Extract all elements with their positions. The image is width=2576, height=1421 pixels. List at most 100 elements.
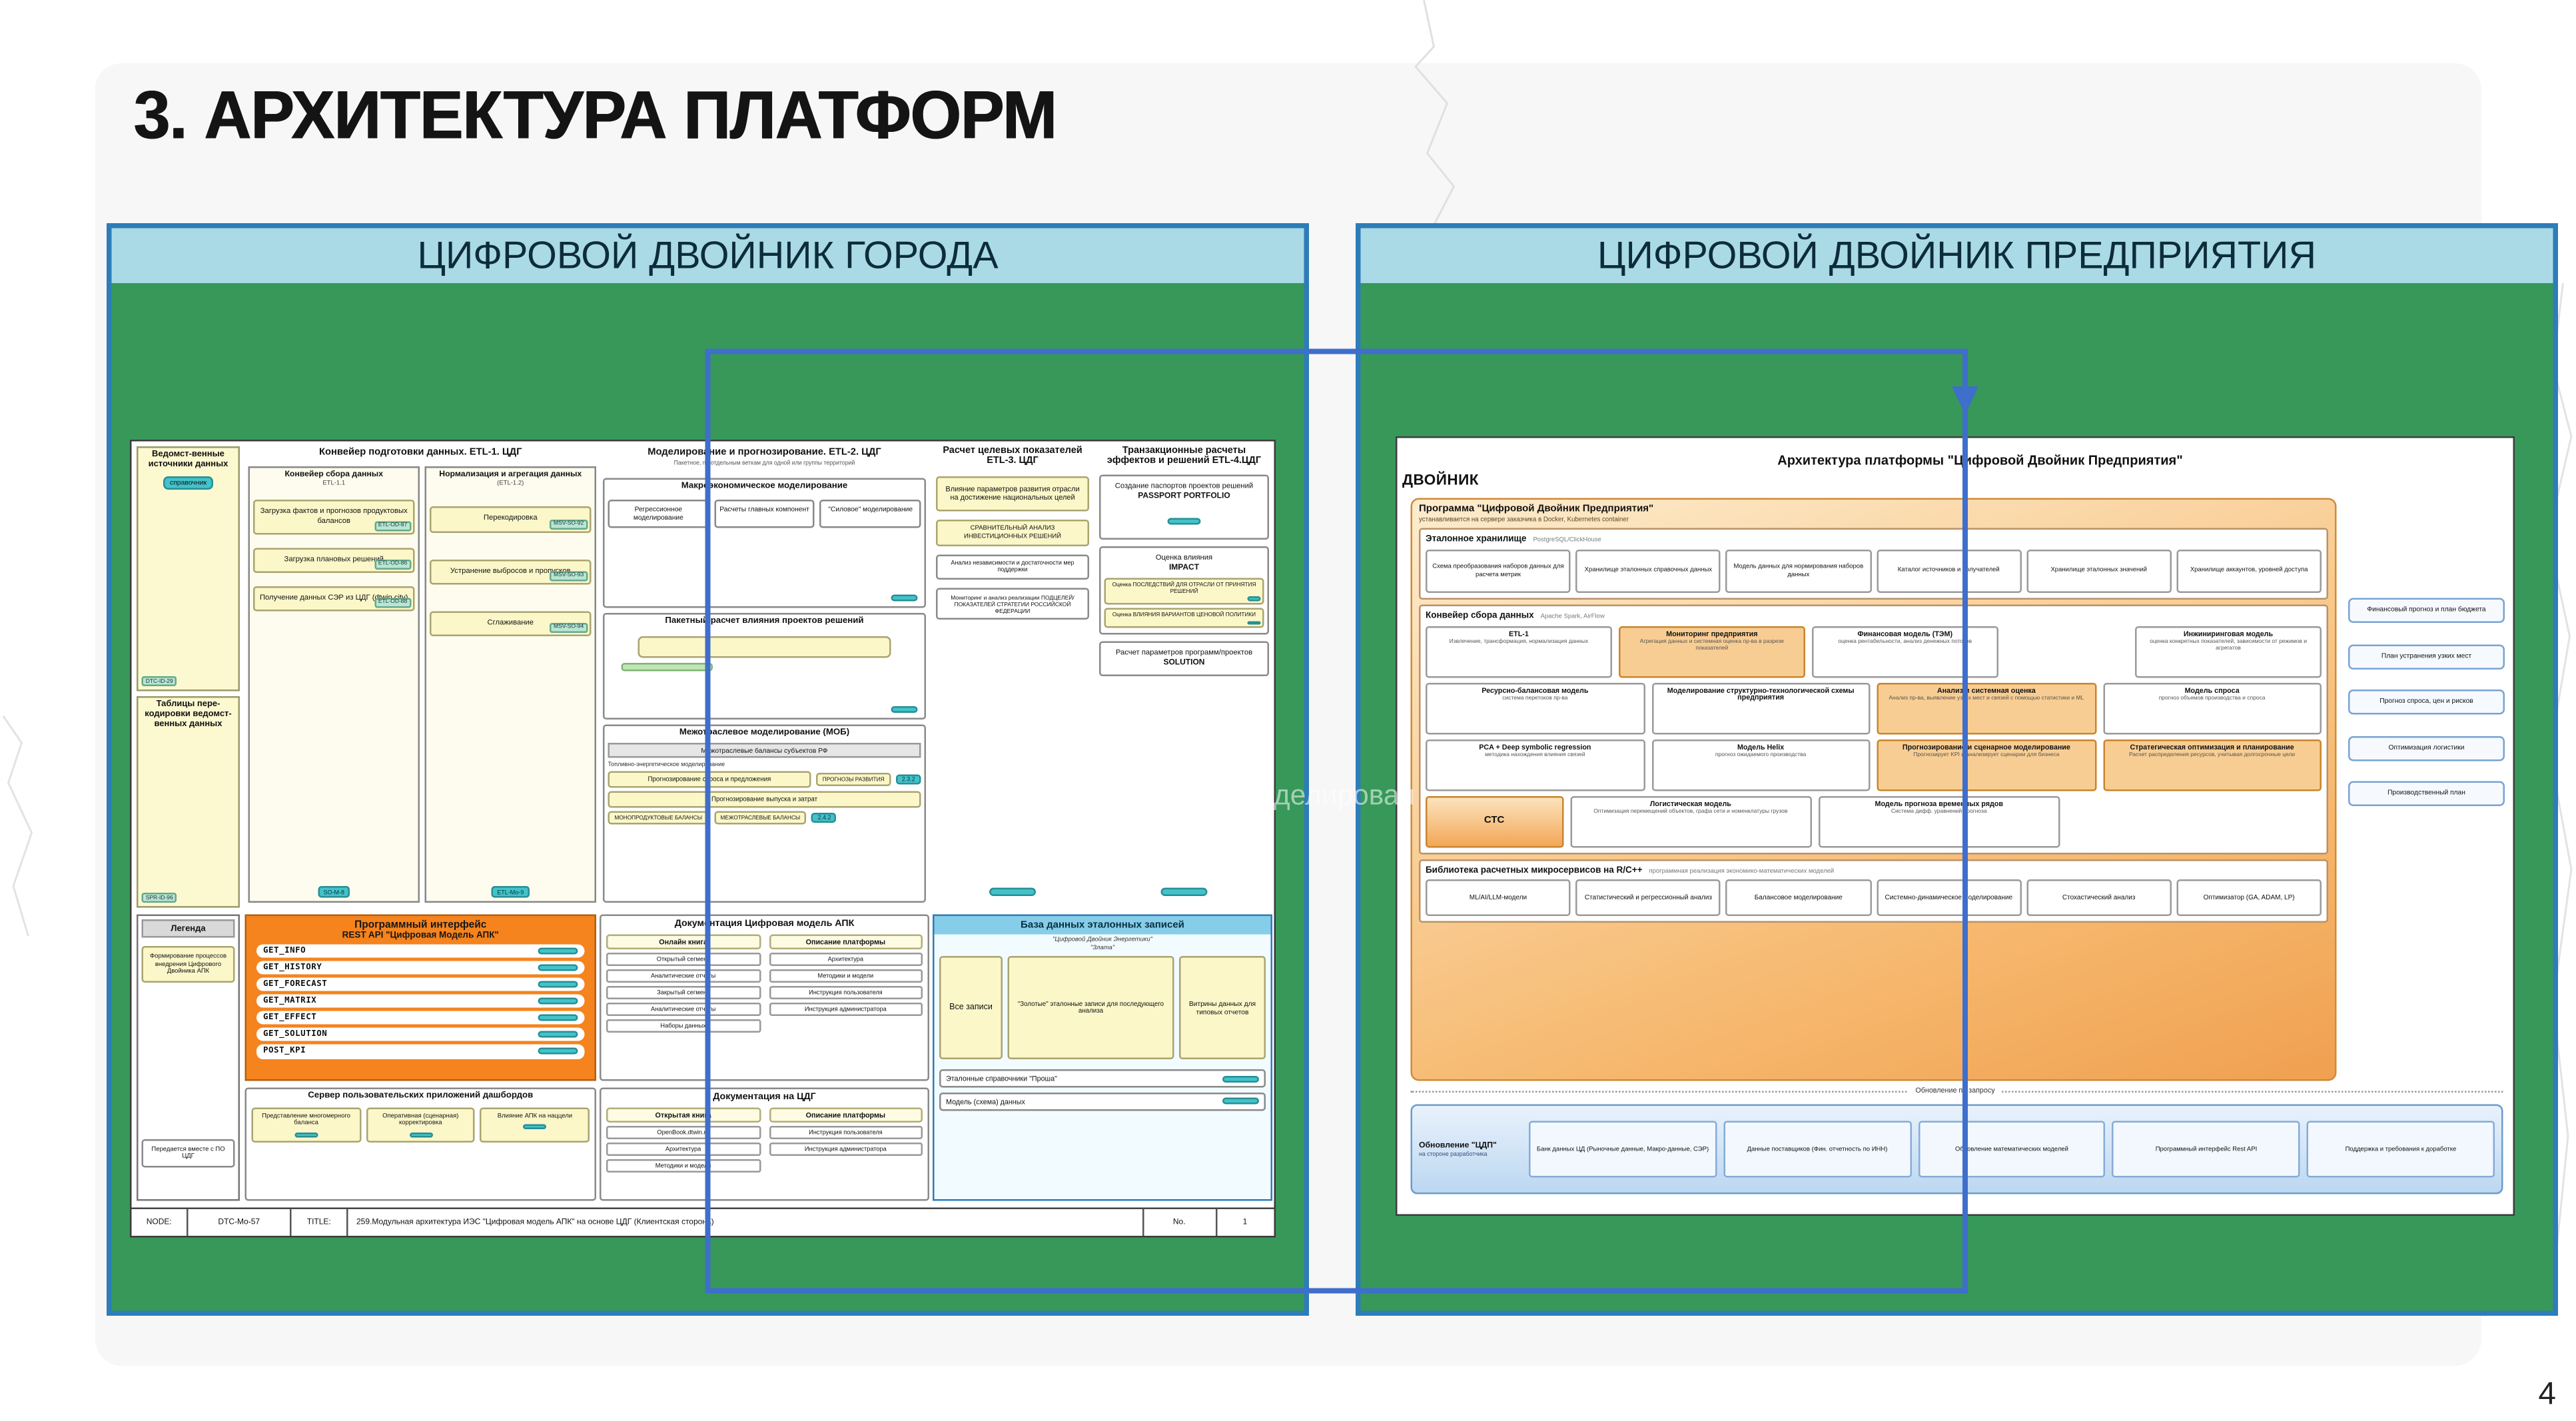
city-diagram: Ведомст-венные источники данных справочн… <box>130 440 1276 1238</box>
update-box: Программный интерфейс Rest API <box>2112 1121 2300 1178</box>
docs-cdg-title: Документация на ЦДГ <box>713 1093 816 1103</box>
program-container: Программа "Цифровой Двойник Предприятия"… <box>1410 498 2337 1081</box>
program-subtitle: устанавливается на сервере заказчика в D… <box>1419 514 1629 524</box>
etl4-column: Транзакционные расчеты эффектов и решени… <box>1096 446 1272 903</box>
docs-column: Открытая книга OpenBook.dtwin.ru Архитек… <box>606 1107 761 1173</box>
update-note-label: Обновление по запросу <box>1909 1085 2002 1094</box>
dashboard-item-label: Влияние АПК на наццели <box>497 1112 573 1119</box>
model-desc: система перетоков пр-ва <box>1502 695 1568 702</box>
reference-db-box: База данных эталонных записей "Цифровой … <box>933 914 1272 1201</box>
model-title: Финансовая модель (ТЭМ) <box>1857 628 1953 638</box>
storage-box: Каталог источников и получателей <box>1876 548 2022 592</box>
macro-modeling-title: Макроэкономическое моделирование <box>681 481 848 492</box>
dashboard-item: Оперативная (сценарная) корректировка <box>366 1107 476 1143</box>
update-section: Обновление "ЦДП" на стороне разработчика… <box>1410 1104 2503 1194</box>
dvoynik-logo: ДВОЙНИК <box>1402 471 1480 488</box>
api-endpoint-row: GET_SOLUTION <box>256 1027 585 1042</box>
collector-box: Конвейер сбора данных ETL-1.1 Загрузка ф… <box>248 466 420 903</box>
collector-item-label: Загрузка плановых решений <box>284 554 384 563</box>
status-pill <box>1222 1075 1259 1083</box>
db-all-records: Все записи <box>939 957 1003 1061</box>
normalization-item-badge: MSV-SO-93 <box>549 571 588 581</box>
doc-item: Инструкция администратора <box>768 1002 923 1017</box>
status-pill <box>538 1031 578 1039</box>
library-row: ML/AI/LLM-модели Статистический и регрес… <box>1426 879 2322 916</box>
update-note: Обновление по запросу <box>1398 1085 2513 1094</box>
library-subtitle: программная реализация экономико-математ… <box>1649 867 1835 874</box>
passport-title: Создание паспортов проектов решений <box>1114 481 1254 490</box>
slide-title: 3. АРХИТЕКТУРА ПЛАТФОРМ <box>133 77 1057 153</box>
passport-box: Создание паспортов проектов решений PASS… <box>1099 474 1269 540</box>
status-pill <box>1160 887 1208 896</box>
diagram-title-bar: NODE: DTC-Mo-57 TITLE: 259.Модульная арх… <box>131 1207 1274 1236</box>
docs-apk-title: Документация Цифровая модель АПК <box>674 919 855 929</box>
update-box: Обновление математических моделей <box>1917 1121 2106 1178</box>
impact-item: Оценка ПОСЛЕДСТВИЙ ДЛЯ ОТРАСЛИ ОТ ПРИНЯТ… <box>1104 578 1264 605</box>
pipeline-head: Конвейер сбора данных Apache Spark, AirF… <box>1426 610 2322 620</box>
doc-item: Закрытый сегмент <box>606 985 761 1000</box>
passport-tag: PASSPORT PORTFOLIO <box>1138 493 1230 502</box>
status-pill <box>1167 518 1201 525</box>
number-label: No. <box>1143 1209 1217 1236</box>
recode-tables-box: Таблицы пере-кодировки ведомст-венных да… <box>137 696 240 908</box>
docs-column-title: Описание платформы <box>768 1107 923 1123</box>
mob-chip: МОНОПРОДУКТОВЫЕ БАЛАНСЫ <box>608 811 709 825</box>
enterprise-diagram-title: Архитектура платформы "Цифровой Двойник … <box>1777 453 2183 468</box>
impact-item: Оценка ВЛИЯНИЯ ВАРИАНТОВ ЦЕНОВОЙ ПОЛИТИК… <box>1104 608 1264 628</box>
etl2-header: Моделирование и прогнозирование. ETL-2. … <box>647 448 881 458</box>
db-golden-records: "Золотые" эталонные записи для последующ… <box>1007 957 1174 1061</box>
status-pill <box>538 1014 578 1021</box>
status-pill <box>538 981 578 988</box>
mob-chip: Прогнозирование выпуска и затрат <box>608 791 921 808</box>
doc-item: Аналитические отчеты <box>606 1002 761 1017</box>
library-box: Балансовое моделирование <box>1725 879 1871 916</box>
update-title: Обновление "ЦДП" <box>1419 1141 1497 1151</box>
legend-box: Легенда Формирование процессов внедрения… <box>137 914 240 1201</box>
rest-api-box: Программный интерфейс REST API "Цифровая… <box>244 914 596 1081</box>
update-box: Поддержка и требования к доработке <box>2306 1121 2495 1178</box>
api-endpoint-row: GET_FORECAST <box>256 977 585 992</box>
doc-item: Архитектура <box>606 1142 761 1156</box>
recode-tables-title: Таблицы пере-кодировки ведомст-венных да… <box>145 700 232 729</box>
model-desc: методика нахождения влияния связей <box>1485 751 1585 759</box>
model-desc: Система дифф. уравнений прогноза <box>1891 808 1987 815</box>
doc-item: Инструкция пользователя <box>768 985 923 1000</box>
output-box: Оптимизация логистики <box>2348 735 2505 761</box>
update-box: Данные поставщиков (Фин. отчетность по И… <box>1723 1121 1911 1178</box>
db-vitrines: Витрины данных для типовых отчетов <box>1179 957 1266 1061</box>
reference-db-title: База данных эталонных записей <box>934 916 1271 935</box>
collector-item-badge: ETL-OD-86 <box>374 560 412 570</box>
api-endpoint-row: GET_INFO <box>256 943 585 958</box>
docs-columns: Онлайн книга Открытый сегмент Аналитичес… <box>606 934 923 1033</box>
dashboard-item-label: Представление многомерного баланса <box>262 1112 350 1127</box>
doc-item: Инструкция пользователя <box>768 1125 923 1139</box>
collector-item: Загрузка плановых решений ETL-OD-86 <box>253 547 415 573</box>
collector-item-label: Получение данных СЭР из ЦДГ (dtwin.city) <box>259 592 408 602</box>
sources-title: Ведомст-венные источники данных <box>148 450 228 470</box>
normalization-item: Сглаживание MSV-SO-94 <box>430 610 592 636</box>
normalization-item-badge: MSV-SO-94 <box>549 623 588 633</box>
batch-green-bar <box>621 662 713 672</box>
macro-chip: Регрессионное моделирование <box>608 499 709 529</box>
update-head: Обновление "ЦДП" на стороне разработчика <box>1419 1142 1522 1157</box>
model-cell: Финансовая модель (ТЭМ)оценка рентабельн… <box>1811 625 1998 678</box>
pipeline-title: Конвейер сбора данных <box>1426 610 1534 621</box>
node-value: DTC-Mo-57 <box>189 1209 292 1236</box>
mob-badge: 2.4.2 <box>811 812 837 823</box>
db-reference-bar: Эталонные справочники "Проша" <box>939 1070 1266 1088</box>
status-pill <box>523 1124 547 1131</box>
library-box: Статистический и регрессионный анализ <box>1575 879 1721 916</box>
model-desc: Прогнозирует KPI и анализирует сценарии … <box>1913 751 2060 759</box>
normalization-item: Перекодировка MSV-SO-92 <box>430 506 592 532</box>
reference-db-subtitle: "Цифровой Двойник Энергетики" "Злата" <box>1052 936 1152 951</box>
docs-column-title: Описание платформы <box>768 934 923 949</box>
normalization-box: Нормализация и агрегация данных (ETL-1.2… <box>424 466 596 903</box>
status-pill <box>294 1131 318 1138</box>
doc-item: OpenBook.dtwin.ru <box>606 1125 761 1139</box>
model-cell: Стратегическая оптимизация и планировани… <box>2102 738 2322 791</box>
